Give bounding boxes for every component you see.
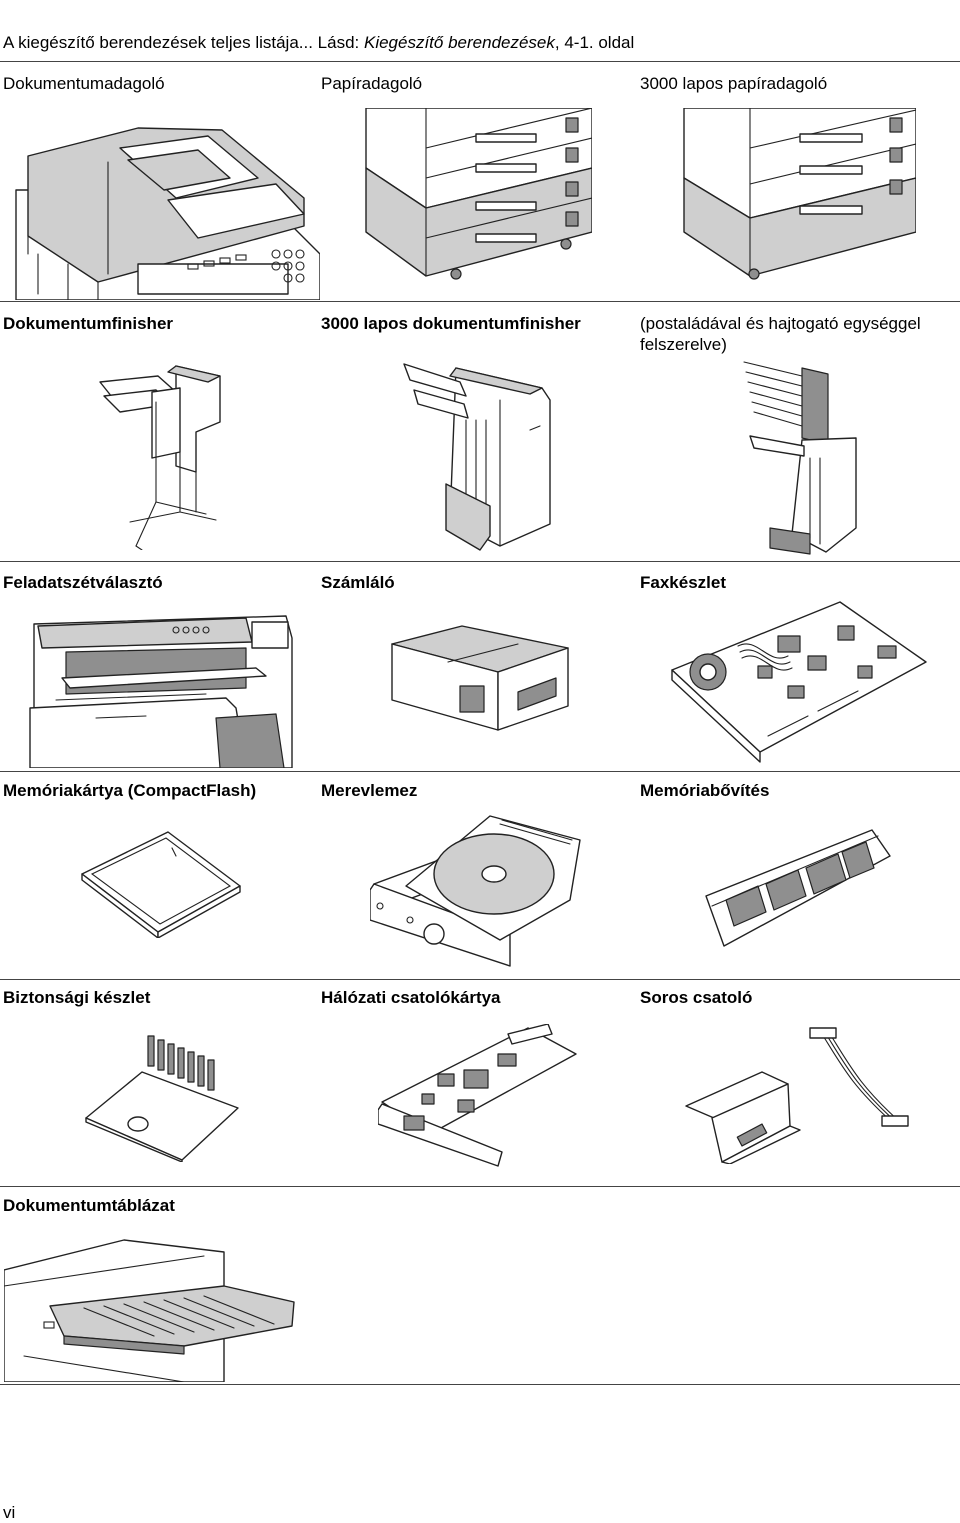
item-label-job-separator: Feladatszétválasztó [3, 573, 163, 592]
document-finisher-illustration [96, 362, 238, 550]
paper-feeder-illustration [356, 108, 592, 280]
item-label-counter: Számláló [321, 573, 395, 592]
page-number: vi [3, 1503, 16, 1522]
3000-paper-feeder-illustration [676, 108, 916, 280]
security-kit-illustration [82, 1032, 242, 1162]
item-label-3000-document-finisher: 3000 lapos dokumentumfinisher [321, 314, 581, 333]
item-label-document-finisher: Dokumentumfinisher [3, 314, 174, 333]
item-label-mailbox-folding-line2: felszerelve) [640, 335, 727, 354]
intro-link[interactable]: Kiegészítő berendezések [363, 33, 555, 52]
separator-rule [0, 301, 960, 302]
hard-disk-illustration [370, 810, 592, 968]
item-label-paper-feeder: Papíradagoló [321, 74, 423, 93]
item-label-serial-interface: Soros csatoló [640, 988, 753, 1007]
job-separator-illustration [26, 608, 298, 768]
3000-document-finisher-illustration [400, 360, 556, 554]
fax-kit-illustration [668, 596, 930, 764]
item-label-3000-paper-feeder: 3000 lapos papíradagoló [640, 74, 828, 93]
item-label-network-interface-card: Hálózati csatolókártya [321, 988, 501, 1007]
network-interface-card-illustration [378, 1024, 580, 1168]
document-table-illustration [4, 1226, 298, 1382]
serial-interface-illustration [682, 1026, 916, 1164]
item-label-document-feeder: Dokumentumadagoló [3, 74, 165, 93]
mailbox-folding-finisher-illustration [740, 358, 862, 556]
separator-rule [0, 979, 960, 980]
item-label-security-kit: Biztonsági készlet [3, 988, 151, 1007]
intro-prefix: A kiegészítő berendezések teljes listája… [3, 33, 364, 52]
memory-expansion-illustration [702, 826, 892, 950]
separator-rule [0, 561, 960, 562]
counter-illustration [388, 622, 572, 734]
item-label-document-table: Dokumentumtáblázat [3, 1196, 175, 1215]
intro-suffix: , 4-1. oldal [554, 33, 635, 52]
intro-text: A kiegészítő berendezések teljes listája… [3, 33, 634, 53]
item-label-fax-kit: Faxkészlet [640, 573, 726, 592]
separator-rule [0, 61, 960, 62]
item-label-mailbox-folding-line1: (postaládával és hajtogató egységgel [640, 314, 921, 333]
compactflash-card-illustration [78, 828, 244, 938]
separator-rule [0, 1384, 960, 1385]
item-label-memory-expansion: Memóriabővítés [640, 781, 770, 800]
document-feeder-illustration [8, 104, 320, 300]
separator-rule [0, 771, 960, 772]
item-label-compactflash-card: Memóriakártya (CompactFlash) [3, 781, 257, 800]
separator-rule [0, 1186, 960, 1187]
item-label-hard-disk: Merevlemez [321, 781, 418, 800]
